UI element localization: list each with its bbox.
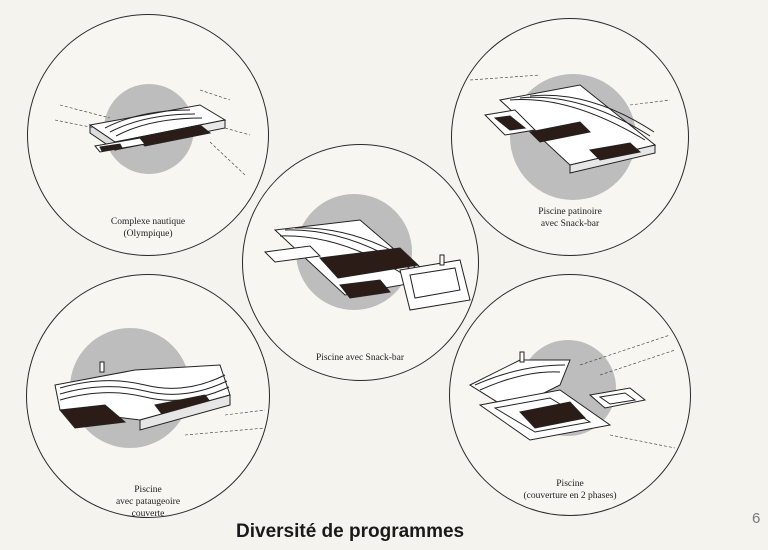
- figure-caption-phases: Piscine (couverture en 2 phases): [510, 478, 630, 502]
- figure-caption-pataugeoire: Piscine avec pataugeoire couverte: [88, 484, 208, 520]
- figure-caption-complexe: Complexe nautique (Olympique): [88, 216, 208, 240]
- caption-line: avec pataugeoire: [115, 497, 181, 507]
- building-drawing-patinoire: [469, 74, 671, 174]
- figure-caption-patinoire: Piscine patinoire avec Snack-bar: [510, 206, 630, 230]
- caption-line: Piscine: [556, 479, 584, 489]
- caption-line: couverte: [131, 509, 165, 519]
- building-drawing-complexe: [54, 89, 251, 176]
- caption-line: (Olympique): [123, 229, 173, 239]
- caption-line: Piscine avec Snack-bar: [315, 353, 405, 363]
- building-drawing-snack: [263, 219, 471, 311]
- page-number: 6: [752, 510, 761, 527]
- building-drawing-phases: [468, 334, 676, 449]
- caption-line: (couverture en 2 phases): [523, 491, 617, 501]
- building-drawing-pataugeoire: [54, 361, 266, 436]
- caption-line: avec Snack-bar: [540, 219, 600, 229]
- figure-caption-snack: Piscine avec Snack-bar: [300, 352, 420, 364]
- caption-line: Complexe nautique: [110, 217, 186, 227]
- caption-line: Piscine: [134, 485, 162, 495]
- page-title: Diversité de programmes: [236, 521, 465, 542]
- caption-line: Piscine patinoire: [538, 207, 602, 217]
